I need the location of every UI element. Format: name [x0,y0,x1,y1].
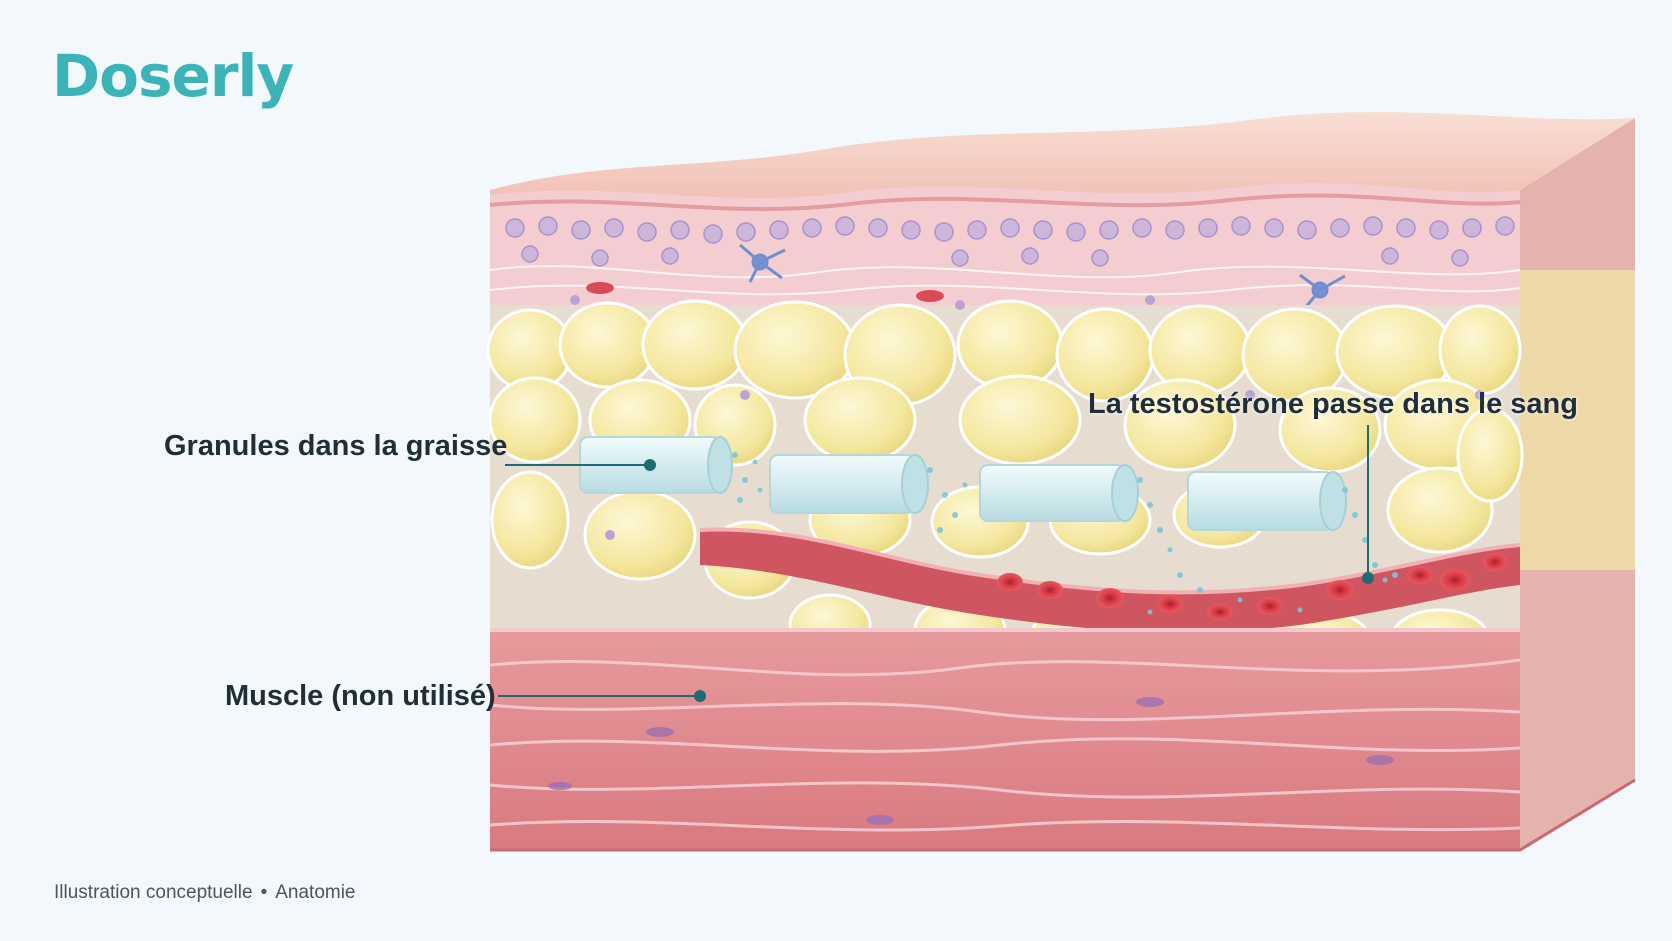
red-blood-cells [997,553,1507,620]
caption-separator: • [260,882,268,903]
epidermal-cells [505,216,1515,267]
muscle-label: Muscle (non utilisé) [225,680,496,712]
caption: Illustration conceptuelle • Anatomie [54,882,356,904]
granules-label: Granules dans la graisse [164,430,508,462]
granules-leader-dot [644,459,656,471]
skin-surface [490,112,1635,205]
hormone-particles [732,452,1398,615]
blood-vessel [700,529,1520,633]
brand-logo: Doserly [52,42,294,110]
side-fat-band [1520,270,1635,570]
pellet [1187,471,1347,531]
pellet [769,454,929,514]
dermis-fibers [489,265,1521,296]
caption-type: Illustration conceptuelle [54,882,253,903]
epidermis-layer [490,182,1520,315]
muscle-layer [490,630,1520,850]
caption-topic: Anatomie [275,882,356,903]
pellet [979,464,1139,522]
muscle-leader-dot [694,690,706,702]
muscle-nuclei [548,697,1394,825]
testosterone-label: La testostérone passe dans le sang [1088,388,1578,420]
leader-lines [498,425,1374,702]
testosterone-leader-dot [1362,572,1374,584]
muscle-fibers [489,658,1521,832]
block-bottom-edge [490,778,1636,852]
